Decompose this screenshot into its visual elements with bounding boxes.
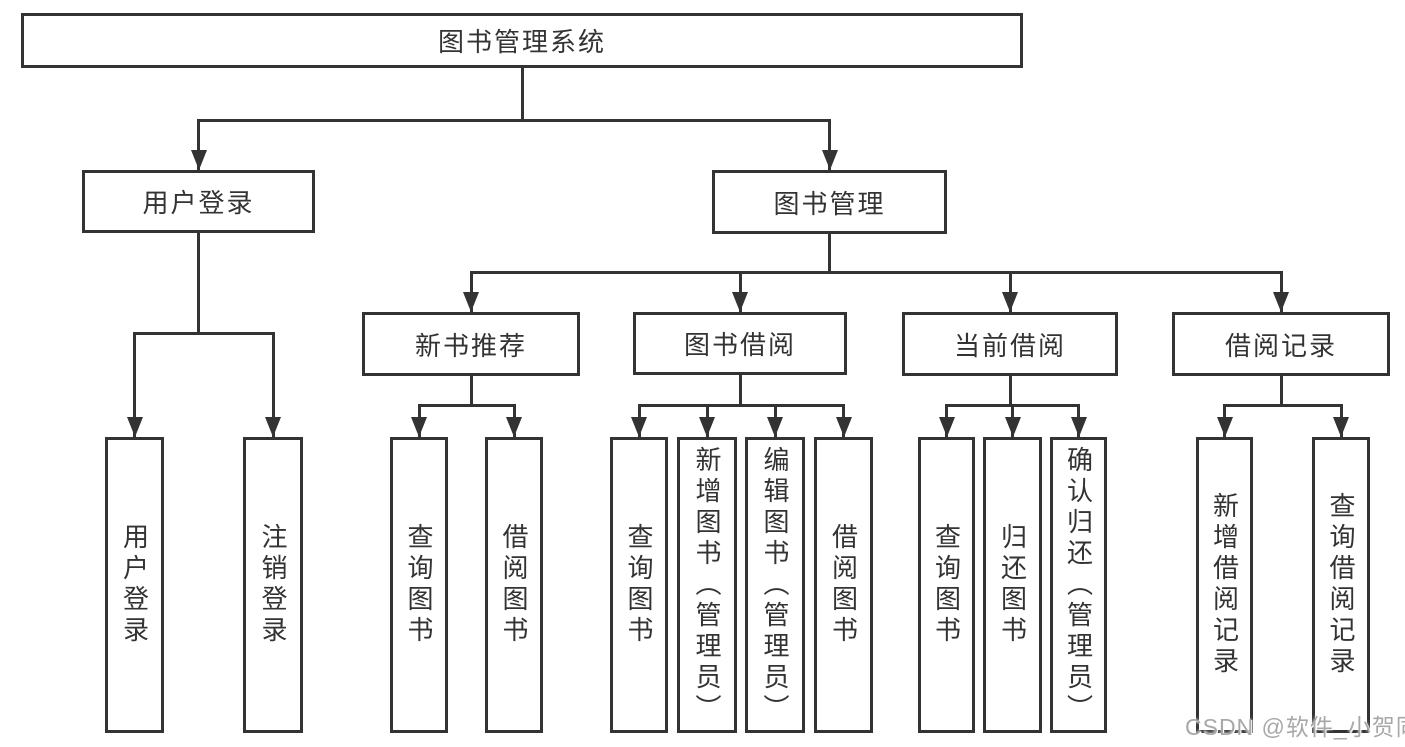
connector-rail [469, 270, 1283, 274]
leaf-query-books-2-label: 查询图书 [624, 523, 654, 647]
connector-rail [197, 118, 831, 122]
connector-drop [828, 118, 831, 170]
connector-drop [1008, 270, 1012, 312]
leaf-edit-book-admin: 编辑图书（管理员） [745, 437, 805, 733]
leaf-query-borrow-record-label: 查询借阅记录 [1326, 492, 1356, 678]
leaf-query-books-3: 查询图书 [918, 437, 975, 733]
node-borrowing-records: 借阅记录 [1172, 312, 1390, 376]
leaf-borrow-books-2-label: 借阅图书 [828, 523, 859, 647]
node-book-management: 图书管理 [712, 170, 947, 234]
connector-stem [738, 375, 742, 405]
node-borrowing-records-label: 借阅记录 [1224, 330, 1337, 361]
connector-rail [637, 403, 845, 407]
leaf-return-books: 归还图书 [983, 437, 1042, 733]
node-library-management-system: 图书管理系统 [21, 13, 1023, 68]
leaf-query-borrow-record: 查询借阅记录 [1312, 437, 1370, 733]
leaf-borrow-books-1-label: 借阅图书 [499, 523, 529, 647]
leaf-query-books-1: 查询图书 [390, 437, 448, 733]
leaf-confirm-return-admin: 确认归还（管理员） [1050, 437, 1107, 733]
arrow-down-icon [821, 150, 838, 170]
connector-drop [738, 270, 742, 312]
connector-rail [417, 403, 516, 407]
connector-stem [1279, 376, 1283, 405]
leaf-borrow-books-1: 借阅图书 [485, 437, 543, 733]
node-new-book-recommend-label: 新书推荐 [414, 330, 527, 361]
leaf-user-login: 用户登录 [105, 437, 164, 733]
arrow-down-icon [126, 417, 143, 437]
connector-drop [133, 331, 136, 437]
arrow-down-icon [1216, 417, 1233, 437]
leaf-query-books-3-label: 查询图书 [931, 523, 962, 647]
leaf-confirm-return-admin-label: 确认归还（管理员） [1063, 445, 1094, 725]
connector-rail [133, 331, 275, 335]
connector-stem [828, 234, 831, 272]
leaf-logout-login: 注销登录 [243, 437, 303, 733]
connector-stem [197, 233, 200, 333]
arrow-down-icon [1004, 417, 1021, 437]
node-book-borrowing-label: 图书借阅 [683, 330, 796, 360]
leaf-borrow-books-2: 借阅图书 [814, 437, 873, 733]
node-user-login-label: 用户登录 [142, 188, 255, 218]
node-user-login: 用户登录 [82, 170, 315, 233]
leaf-edit-book-admin-label: 编辑图书（管理员） [760, 445, 790, 725]
arrow-down-icon [265, 417, 281, 437]
arrow-down-icon [835, 417, 852, 437]
leaf-return-books-label: 归还图书 [997, 523, 1028, 647]
leaf-add-book-admin: 新增图书（管理员） [677, 437, 737, 733]
leaf-add-borrow-record: 新增借阅记录 [1196, 437, 1253, 733]
csdn-watermark: CSDN @软件_小贺同学 [1185, 714, 1405, 740]
arrow-down-icon [1333, 417, 1349, 437]
node-current-borrowing-label: 当前借阅 [953, 330, 1066, 361]
leaf-query-books-1-label: 查询图书 [404, 523, 434, 647]
arrow-down-icon [506, 417, 522, 437]
arrow-down-icon [1002, 292, 1018, 312]
leaf-add-book-admin-label: 新增图书（管理员） [692, 445, 722, 725]
arrow-down-icon [732, 292, 748, 312]
connector-stem [469, 376, 473, 405]
node-book-management-label: 图书管理 [773, 188, 886, 219]
node-book-borrowing: 图书借阅 [633, 312, 847, 375]
arrow-down-icon [767, 417, 783, 437]
arrow-down-icon [1070, 417, 1087, 437]
node-current-borrowing: 当前借阅 [902, 312, 1118, 376]
leaf-user-login-label: 用户登录 [119, 523, 150, 647]
arrow-down-icon [699, 417, 715, 437]
connector-rail [1223, 403, 1343, 407]
arrow-down-icon [938, 417, 955, 437]
arrow-down-icon [463, 292, 479, 312]
arrow-down-icon [411, 417, 427, 437]
connector-drop [469, 270, 473, 312]
connector-stem [520, 68, 524, 120]
arrow-down-icon [190, 150, 207, 170]
connector-stem [1008, 376, 1012, 405]
connector-drop [1279, 270, 1283, 312]
arrow-down-icon [1273, 292, 1289, 312]
connector-drop [271, 331, 275, 437]
connector-drop [197, 118, 200, 170]
node-new-book-recommend: 新书推荐 [362, 312, 580, 376]
leaf-logout-login-label: 注销登录 [258, 523, 288, 647]
node-library-management-system-label: 图书管理系统 [437, 27, 606, 57]
arrow-down-icon [631, 417, 647, 437]
leaf-query-books-2: 查询图书 [610, 437, 668, 733]
leaf-add-borrow-record-label: 新增借阅记录 [1209, 492, 1240, 678]
